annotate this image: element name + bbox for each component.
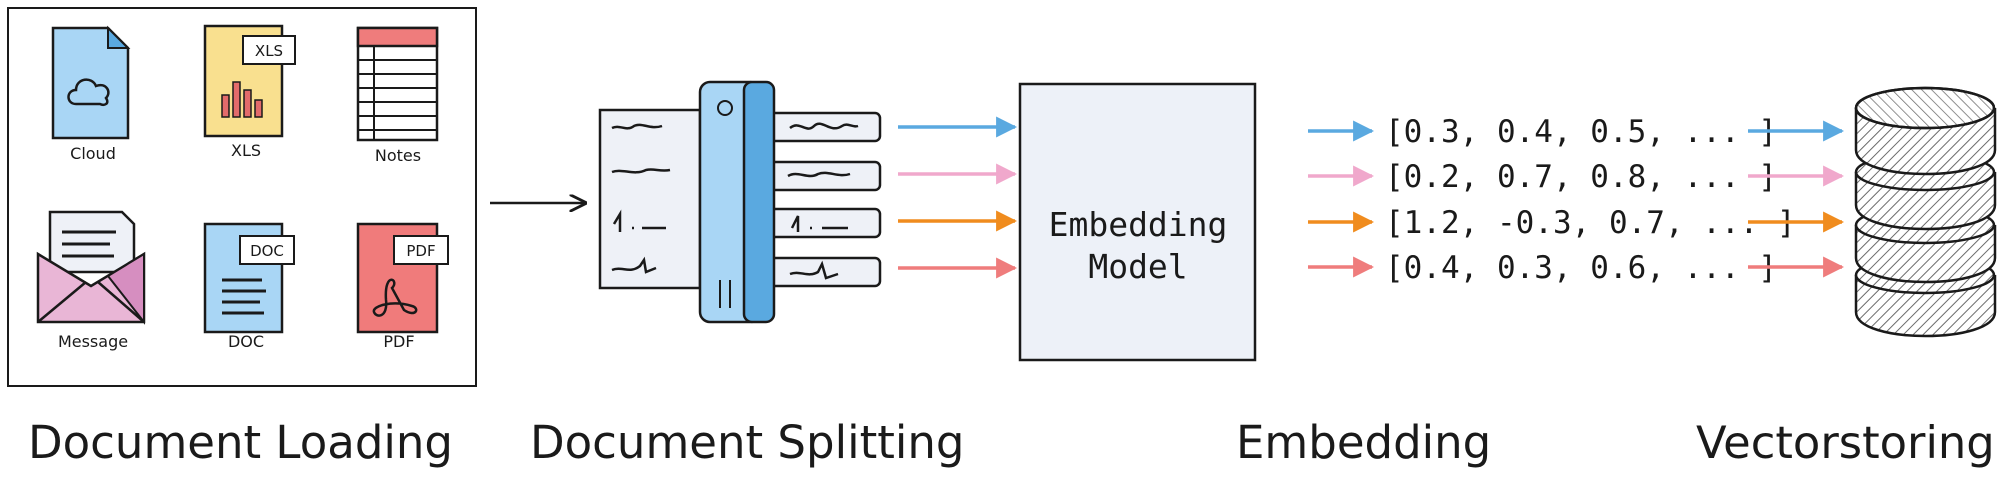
doc-document-icon [203, 222, 295, 334]
vector-4: [0.4, 0.3, 0.6, ... ] [1385, 250, 1777, 286]
embedding-vectors: [0.3, 0.4, 0.5, ... ] [0.2, 0.7, 0.8, ..… [1385, 114, 1796, 286]
cloud-label: Cloud [70, 144, 116, 163]
embedding-model-box: Embedding Model [1018, 82, 1257, 362]
notes-document-icon [356, 26, 439, 142]
cloud-document-icon [51, 25, 131, 140]
stage-label-vectorstoring: Vectorstoring [1696, 416, 1995, 469]
stage-label-document-splitting: Document Splitting [530, 416, 964, 469]
embedding-model-line-2: Model [1088, 247, 1187, 286]
xls-document-icon [203, 24, 296, 138]
stage-label-document-loading: Document Loading [28, 416, 453, 469]
vector-2: [0.2, 0.7, 0.8, ... ] [1385, 159, 1777, 195]
message-label: Message [58, 332, 128, 351]
embedding-model-line-1: Embedding [1049, 205, 1228, 244]
xls-tag-label: XLS [255, 42, 283, 60]
pdf-tag-label: PDF [406, 242, 435, 260]
pdf-label: PDF [383, 332, 414, 351]
vector-database-icon [1854, 86, 1997, 338]
stage-label-embedding: Embedding [1236, 416, 1491, 469]
message-envelope-icon [36, 210, 146, 325]
pdf-document-icon [356, 222, 449, 334]
vector-1: [0.3, 0.4, 0.5, ... ] [1385, 114, 1777, 150]
doc-tag-label: DOC [250, 242, 284, 260]
doc-label: DOC [228, 332, 264, 351]
xls-label: XLS [231, 141, 261, 160]
document-splitter-icon [598, 80, 882, 324]
notes-label: Notes [375, 146, 421, 165]
document-sources-panel: Cloud XLS XLS Notes [7, 7, 477, 387]
vector-3: [1.2, -0.3, 0.7, ... ] [1385, 205, 1796, 241]
